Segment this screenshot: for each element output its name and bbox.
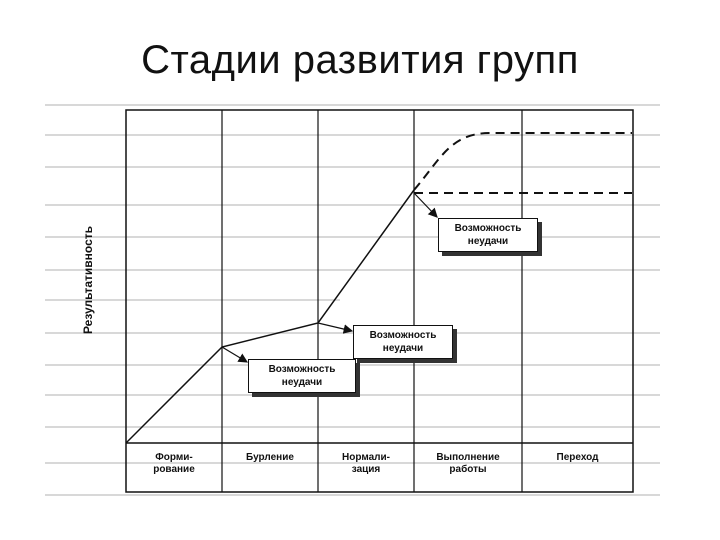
callout-line2: неудачи: [281, 377, 323, 388]
stage-label-storming: Бурление: [222, 452, 318, 464]
performance-curve: [125, 189, 415, 444]
callout-line2: неудачи: [467, 236, 509, 247]
stage-label-performing: Выполнение работы: [414, 452, 522, 476]
callout-arrow: [221, 346, 249, 363]
stage-line2: зация: [351, 464, 381, 475]
callout-line2: неудачи: [382, 343, 424, 354]
callout-line1: Возможность: [268, 364, 336, 375]
callout-failure-risk-1: Возможность неудачи: [248, 359, 356, 393]
stage-label-forming: Форми- рование: [126, 452, 222, 476]
stage-line1: Нормали-: [342, 452, 390, 463]
stage-line1: Выполнение: [436, 452, 500, 463]
stage-label-norming: Нормали- зация: [318, 452, 414, 476]
callout-arrow: [413, 192, 438, 218]
stage-label-transition: Переход: [522, 452, 633, 464]
stage-line2: рование: [153, 464, 195, 475]
stage-line1: Форми-: [155, 452, 193, 463]
callout-failure-risk-2: Возможность неудачи: [353, 325, 453, 359]
callout-line1: Возможность: [369, 330, 437, 341]
callout-line1: Возможность: [454, 223, 522, 234]
stage-line1: Переход: [556, 452, 599, 463]
slide-title: Стадии развития групп: [141, 38, 579, 82]
callout-arrow: [317, 322, 354, 334]
stage-line2: работы: [449, 464, 487, 475]
y-axis-label: Результативность: [81, 225, 95, 335]
background-text-lines: [45, 104, 660, 496]
stage-line1: Бурление: [246, 452, 294, 463]
callout-failure-risk-3: Возможность неудачи: [438, 218, 538, 252]
transition-curve-up: [413, 132, 632, 191]
diagram-frame: [125, 109, 634, 493]
